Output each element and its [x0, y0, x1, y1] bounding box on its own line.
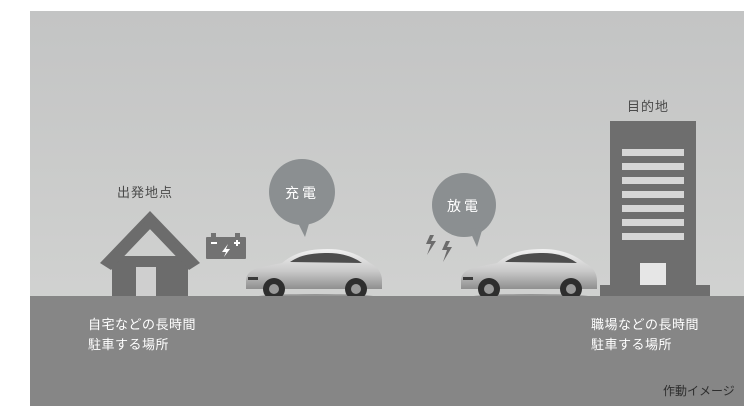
charge-label: 充電 [285, 186, 319, 202]
diagram-stage: 出発地点 充電 [30, 11, 744, 406]
house-icon [100, 211, 200, 297]
charge-bubble: 充電 [268, 159, 336, 239]
destination-title: 目的地 [627, 100, 670, 115]
battery-icon [206, 233, 246, 259]
lightning-icon [426, 235, 452, 262]
bubble-shape [432, 173, 496, 247]
start-point-description-line2: 駐車する場所 [88, 338, 170, 353]
car-icon [246, 249, 382, 302]
car-icon [461, 249, 597, 302]
ground-band [30, 296, 744, 406]
destination-description-line2: 駐車する場所 [591, 338, 673, 353]
destination-description-line1: 職場などの長時間 [591, 318, 700, 333]
discharge-bubble: 放電 [431, 173, 497, 249]
start-point-title: 出発地点 [117, 186, 174, 201]
discharge-label: 放電 [447, 199, 481, 215]
bubble-shape [269, 159, 335, 237]
image-caption: 作動イメージ [663, 384, 735, 398]
start-point-description-line1: 自宅などの長時間 [88, 318, 197, 333]
building-icon [600, 121, 710, 299]
